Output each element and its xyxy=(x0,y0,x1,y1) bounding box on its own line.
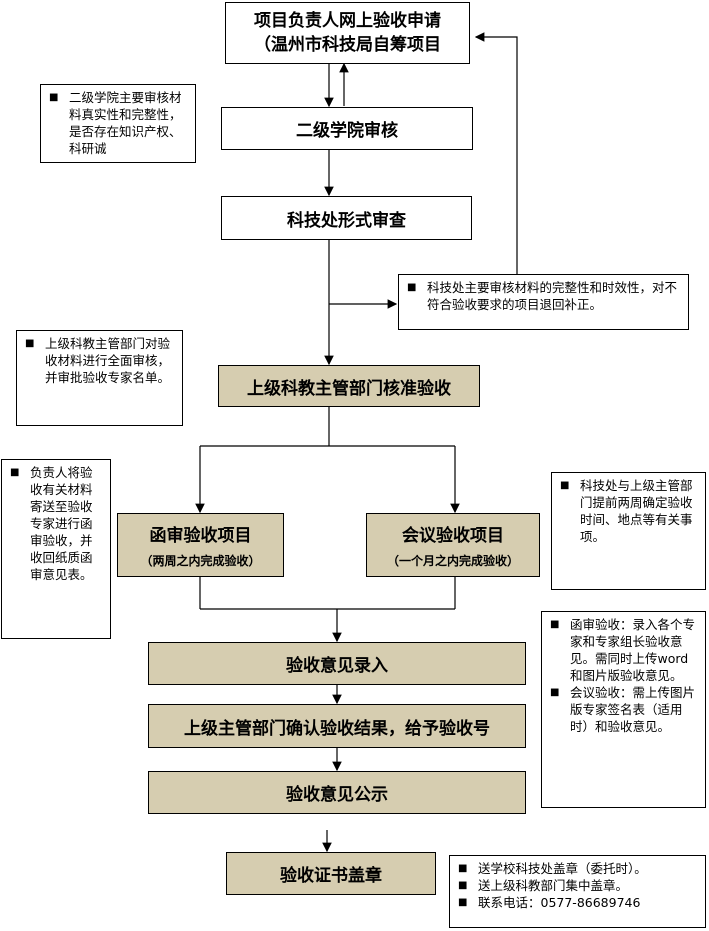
step-letter-review-label: 函审验收项目 xyxy=(149,526,252,546)
note-meeting-text: 科技处与上级主管部门提前两周确定验收时间、地点等有关事项。 xyxy=(558,477,699,545)
step-apply-line1: 项目负责人网上验收申请 xyxy=(254,11,441,31)
step-confirm-result: 上级主管部门确认验收结果，给予验收号 xyxy=(148,704,526,748)
note-stamp-item: 联系电话：0577-86689746 xyxy=(456,894,699,911)
step-meeting-review: 会议验收项目 （一个月之内完成验收） xyxy=(366,513,540,577)
step-formal-review: 科技处形式审查 xyxy=(221,196,472,240)
note-approval-text: 上级科教主管部门对验收材料进行全面审核，并审批验收专家名单。 xyxy=(23,335,176,386)
step-stamp-label: 验收证书盖章 xyxy=(280,866,382,886)
step-publicity: 验收意见公示 xyxy=(148,771,526,814)
note-approval: 上级科教主管部门对验收材料进行全面审核，并审批验收专家名单。 xyxy=(16,330,183,426)
step-letter-review-sub: （两周之内完成验收） xyxy=(140,554,261,568)
step-meeting-review-sub: （一个月之内完成验收） xyxy=(386,554,519,568)
step-meeting-review-label: 会议验收项目 xyxy=(402,526,504,546)
note-formal-text: 科技处主要审核材料的完整性和时效性，对不符合验收要求的项目退回补正。 xyxy=(405,279,682,313)
note-stamp-item: 送学校科技处盖章（委托时）。 xyxy=(456,860,699,877)
note-letter-text: 负责人将验收有关材料寄送至验收专家进行函审验收，并收回纸质函审意见表。 xyxy=(8,464,104,583)
note-stamp: 送学校科技处盖章（委托时）。 送上级科教部门集中盖章。 联系电话：0577-86… xyxy=(449,855,706,928)
note-letter: 负责人将验收有关材料寄送至验收专家进行函审验收，并收回纸质函审意见表。 xyxy=(1,459,111,639)
step-college-review: 二级学院审核 xyxy=(221,107,473,150)
step-opinion-entry-label: 验收意见录入 xyxy=(286,656,388,676)
step-apply-line2: （温州市科技局自筹项目 xyxy=(254,35,441,55)
step-letter-review: 函审验收项目 （两周之内完成验收） xyxy=(117,513,284,577)
note-entry-item: 函审验收：录入各个专家和专家组长验收意见。需同时上传word和图片版验收意见。 xyxy=(548,616,699,684)
note-college: 二级学院主要审核材料真实性和完整性，是否存在知识产权、科研诚 xyxy=(40,84,196,163)
step-college-review-label: 二级学院审核 xyxy=(296,121,398,141)
note-meeting: 科技处与上级主管部门提前两周确定验收时间、地点等有关事项。 xyxy=(551,472,706,590)
step-publicity-label: 验收意见公示 xyxy=(286,785,388,805)
step-apply: 项目负责人网上验收申请 （温州市科技局自筹项目 xyxy=(225,2,470,64)
step-confirm-result-label: 上级主管部门确认验收结果，给予验收号 xyxy=(184,718,490,739)
note-stamp-item: 送上级科教部门集中盖章。 xyxy=(456,877,699,894)
step-opinion-entry: 验收意见录入 xyxy=(148,642,526,685)
step-approval: 上级科教主管部门核准验收 xyxy=(218,365,480,407)
note-entry-item: 会议验收：需上传图片版专家签名表（适用时）和验收意见。 xyxy=(548,684,699,735)
note-formal: 科技处主要审核材料的完整性和时效性，对不符合验收要求的项目退回补正。 xyxy=(398,274,689,330)
step-stamp: 验收证书盖章 xyxy=(226,852,436,895)
step-approval-label: 上级科教主管部门核准验收 xyxy=(247,378,451,399)
note-entry: 函审验收：录入各个专家和专家组长验收意见。需同时上传word和图片版验收意见。 … xyxy=(541,611,706,808)
note-college-text: 二级学院主要审核材料真实性和完整性，是否存在知识产权、科研诚 xyxy=(47,89,189,157)
step-formal-review-label: 科技处形式审查 xyxy=(287,210,406,231)
